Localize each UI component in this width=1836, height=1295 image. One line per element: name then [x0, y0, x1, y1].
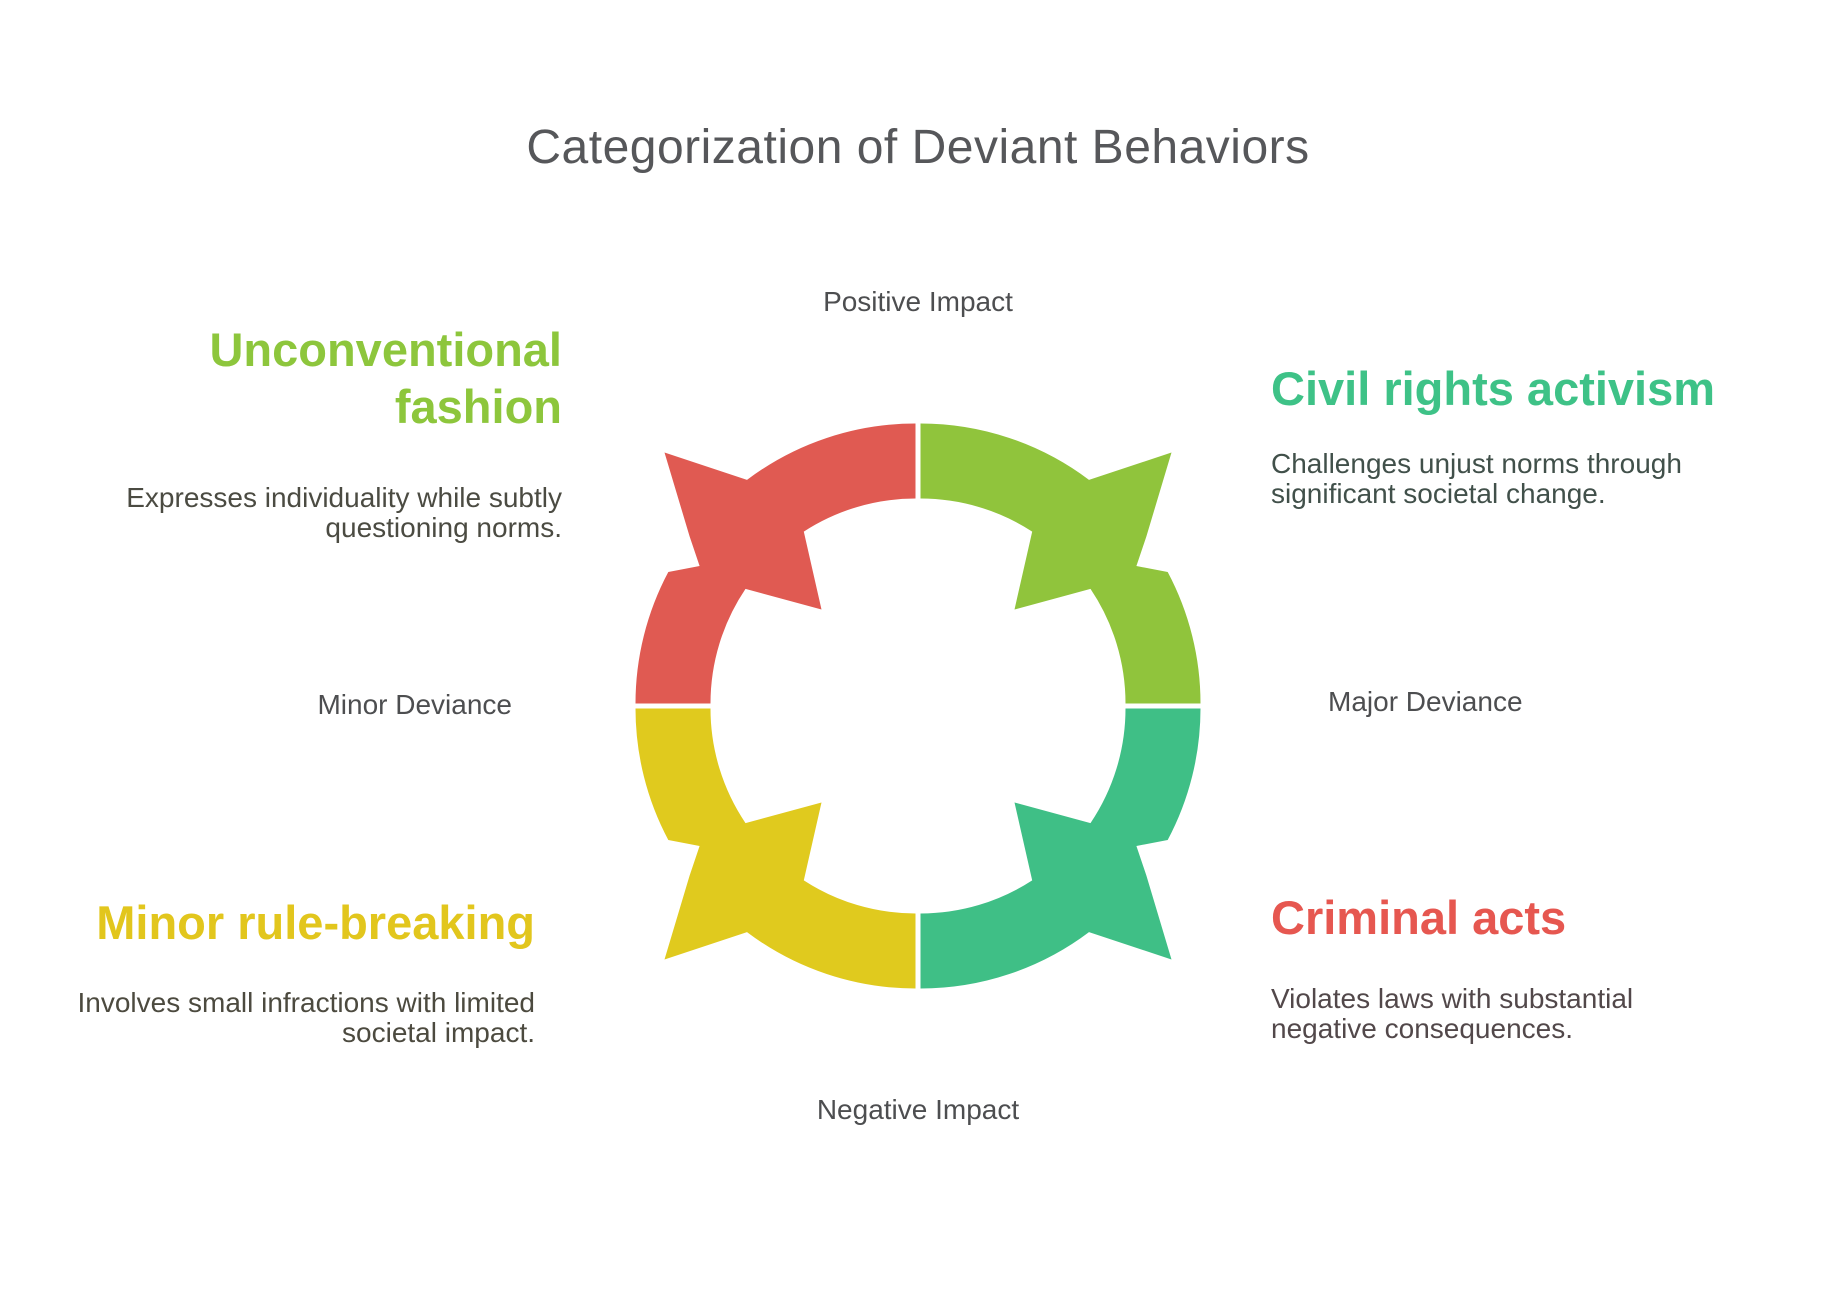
quadrant-arrow-top-left: [635, 423, 916, 704]
quadrant-arrow-top-right: [920, 423, 1201, 704]
callout-heading-criminal-acts: Criminal acts: [1271, 891, 1567, 944]
axis-label-major-deviance: Major Deviance: [1328, 686, 1523, 717]
cycle-diagram: [635, 423, 1201, 989]
callout-heading-minor-rule-breaking: Minor rule-breaking: [96, 896, 535, 949]
axis-label-minor-deviance: Minor Deviance: [317, 689, 512, 720]
axis-label-negative-impact: Negative Impact: [816, 1094, 1020, 1125]
callout-heading-civil-rights-activism: Civil rights activism: [1271, 362, 1716, 415]
axis-label-positive-impact: Positive Impact: [823, 286, 1013, 317]
quadrant-arrow-bottom-right: [920, 708, 1201, 989]
page-title: Categorization of Deviant Behaviors: [526, 121, 1310, 174]
quadrant-arrow-bottom-left: [635, 708, 916, 989]
